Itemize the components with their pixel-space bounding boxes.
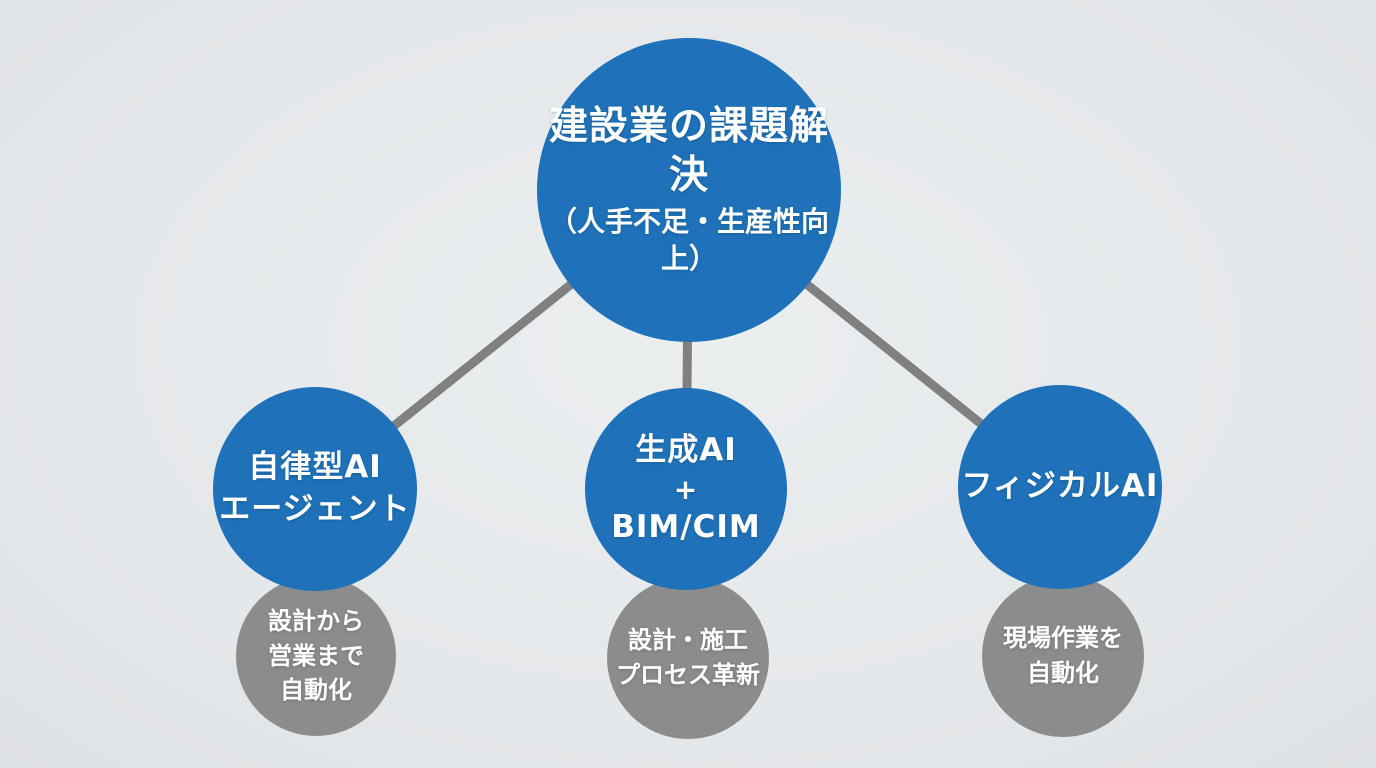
outcome-label-line: 営業まで bbox=[268, 641, 364, 670]
branch-label-line: BIM/CIM bbox=[611, 508, 761, 545]
outcome-label-line: 設計・施工 bbox=[628, 626, 748, 655]
root-node-construction-problem-solving: 建設業の課題解決 （人手不足・生産性向上） bbox=[537, 38, 841, 342]
branch-node-autonomous-ai-agent: 自律型AI エージェント bbox=[213, 387, 417, 591]
branch-node-physical-ai: フィジカルAI bbox=[958, 385, 1162, 589]
outcome-label-line: 現場作業を bbox=[1003, 624, 1123, 653]
branch-label-line: 生成AI bbox=[635, 431, 737, 468]
root-label-main: 建設業の課題解決 bbox=[548, 103, 829, 198]
outcome-label-line: 設計から bbox=[268, 606, 364, 635]
outcome-label-line: プロセス革新 bbox=[616, 661, 760, 689]
root-label-sub: （人手不足・生産性向上） bbox=[548, 205, 829, 275]
outcome-node-design-construction-process-innovation: 設計・施工 プロセス革新 bbox=[607, 577, 769, 739]
outcome-node-design-to-sales-automation: 設計から 営業まで 自動化 bbox=[236, 576, 396, 736]
outcome-label-line: 自動化 bbox=[280, 676, 352, 705]
branch-node-generative-ai-bim-cim: 生成AI + BIM/CIM bbox=[585, 388, 787, 590]
branch-label-line: 自律型AI bbox=[248, 449, 382, 486]
outcome-node-site-work-automation: 現場作業を 自動化 bbox=[982, 575, 1144, 737]
branch-label-line: フィジカルAI bbox=[961, 468, 1159, 505]
outcome-label-line: 自動化 bbox=[1027, 659, 1099, 687]
plus-sign: + bbox=[673, 472, 699, 506]
branch-label-line: エージェント bbox=[219, 491, 411, 527]
